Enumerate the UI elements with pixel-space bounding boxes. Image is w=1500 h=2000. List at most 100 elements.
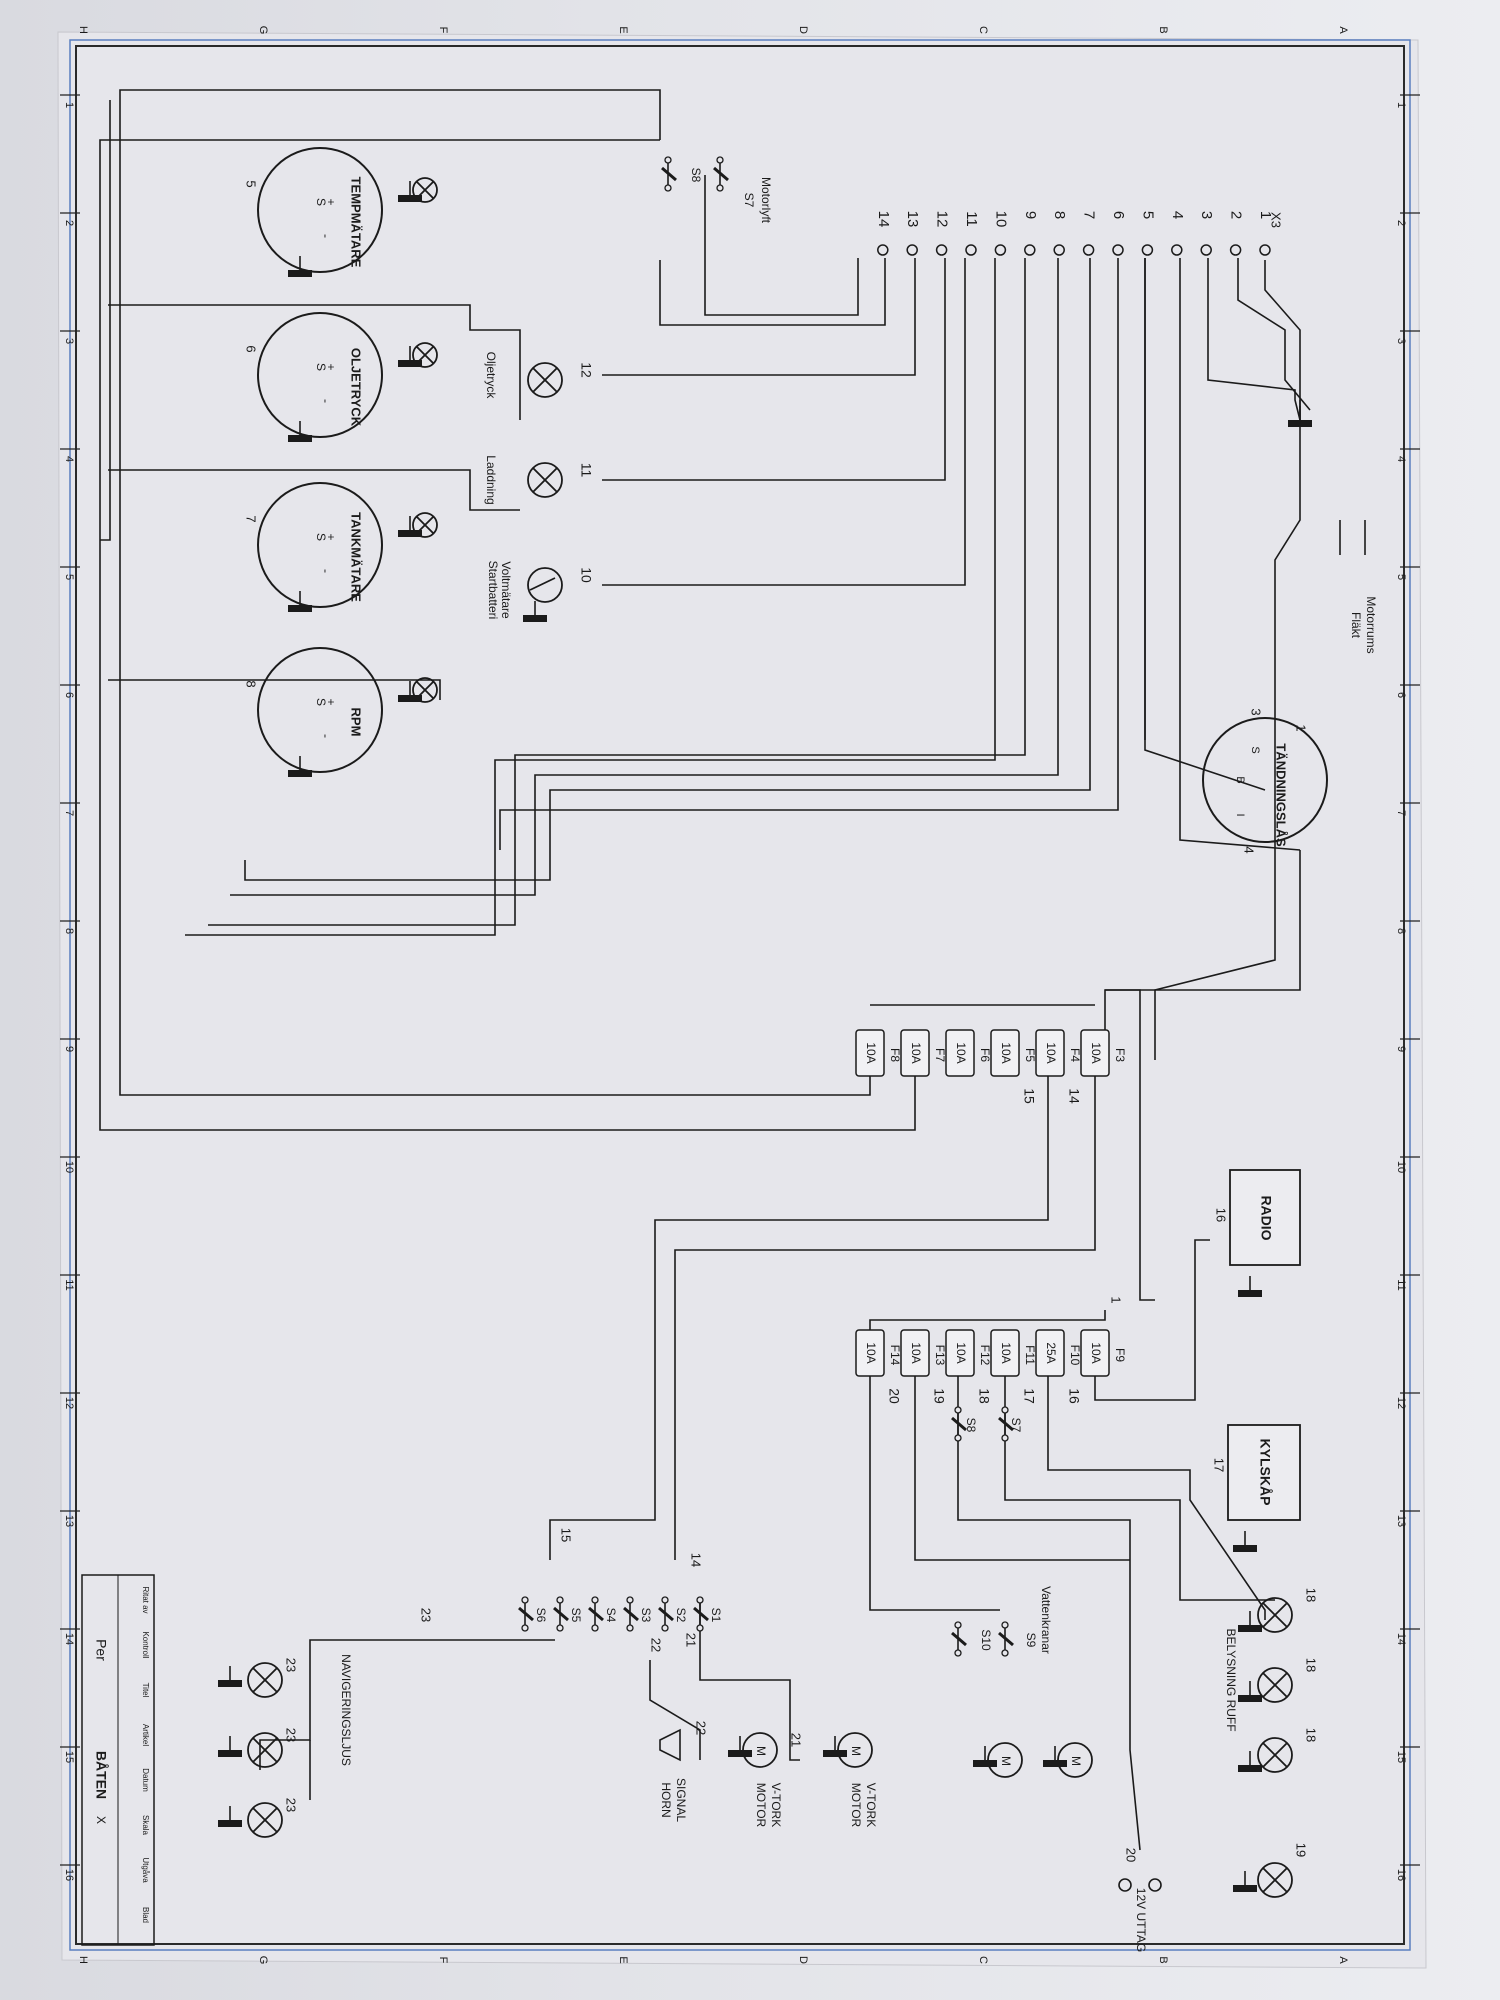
border-number: 12 (1395, 1397, 1407, 1409)
terminal-block-label: X3 (1269, 212, 1284, 228)
terminal-number: 4 (1169, 211, 1186, 219)
border-number: 11 (63, 1279, 75, 1290)
ground-icon (1238, 1765, 1262, 1772)
right-fuse-name: F9 (1113, 1348, 1127, 1362)
terminal-x3 (1200, 244, 1212, 256)
switch-blade (998, 1631, 1014, 1647)
labels-layer: X31234567891011121314TÄNDNINGSLÅSBSI134M… (81, 147, 1378, 1952)
nav-lights-label: NAVIGERINGSLJUS (339, 1654, 353, 1766)
right-fuse-wire: 17 (1021, 1388, 1037, 1404)
border-number: 13 (1395, 1515, 1407, 1527)
lamp-circle (412, 677, 438, 703)
lamp-circle (1257, 1737, 1293, 1773)
border-letter: A (1337, 1956, 1349, 1964)
fridge-box (1227, 1424, 1301, 1521)
border-number: 9 (63, 1046, 75, 1052)
nav-light-icon (247, 1662, 283, 1698)
switch-wire-22: 22 (649, 1638, 664, 1652)
fuse-right-feed: 1 (1109, 1296, 1124, 1303)
right-fuse-body (855, 1329, 885, 1377)
fan-label: Motorrums (1364, 596, 1378, 653)
terminal-x3 (965, 244, 977, 256)
gauge-pin-plus: + (324, 698, 338, 705)
gauge-pin-plus: + (324, 533, 338, 540)
nav-light-wire: 23 (284, 1658, 299, 1672)
left-fuse-body (855, 1029, 885, 1077)
ground-icon (973, 1760, 997, 1767)
switch-blade (713, 166, 729, 182)
lamp-19-icon (1257, 1862, 1293, 1898)
switch-s8b: S8 (964, 1418, 978, 1433)
terminal-number: 10 (992, 211, 1009, 228)
drawing-frame (69, 39, 1411, 1951)
border-number: 3 (63, 338, 75, 344)
title-block-header: Utgåva (141, 1857, 150, 1883)
voltmeter-label2: Startbatteri (486, 561, 500, 620)
left-fuse-body (990, 1029, 1020, 1077)
switch-blade (998, 1416, 1014, 1432)
border-number: 5 (63, 574, 75, 580)
left-fuse-wire: 14 (1066, 1088, 1082, 1104)
terminal-x3 (1082, 244, 1095, 256)
terminal-x3 (877, 244, 889, 256)
wiper-label: V-TORK (864, 1783, 878, 1827)
right-fuse-name: F13 (933, 1345, 947, 1366)
gauge-2 (257, 482, 383, 608)
ground-icon (398, 360, 422, 367)
switch-label: S6 (534, 1608, 548, 1623)
gauge-wire: 6 (244, 345, 259, 352)
border-letter: G (257, 26, 269, 35)
title-block-header: Datum (141, 1768, 150, 1792)
switch-blade (951, 1631, 967, 1647)
switch-contact (661, 1624, 669, 1632)
switch-contact (1001, 1621, 1009, 1629)
gauge-pin-plus: + (324, 198, 338, 205)
lamp-cross (1262, 1742, 1288, 1768)
terminal-x3 (1024, 244, 1036, 256)
gauge-title: OLJETRYCK (349, 348, 364, 427)
ignition-pin-i: I (1234, 813, 1246, 816)
switch-label: S2 (674, 1608, 688, 1623)
terminal-x3 (1229, 244, 1242, 256)
voltmeter-icon (527, 567, 563, 603)
terminal-x3 (935, 244, 948, 256)
gauge-title: TEMPMÄTARE (349, 177, 364, 268)
terminal-x3 (1171, 244, 1183, 256)
switch-blade (951, 1416, 967, 1432)
border-number: 9 (1395, 1046, 1407, 1052)
gauge-3 (257, 647, 383, 773)
ignition-pin-b: B (1234, 776, 1246, 783)
gauge-pin-s: S (314, 698, 328, 706)
gauge-pin-minus: - (319, 234, 333, 238)
lamp-circle (527, 362, 563, 398)
switch-s7b: S7 (1009, 1418, 1023, 1433)
motor-letter: M (1069, 1756, 1083, 1766)
gauge-pin-s: S (314, 198, 328, 206)
lamp-cross (252, 1667, 278, 1693)
gauge-pin-minus: - (319, 399, 333, 403)
right-fuse-body (900, 1329, 930, 1377)
voltmeter-wire: 10 (578, 567, 594, 583)
terminal-number: 3 (1198, 211, 1215, 219)
right-fuse-name: F14 (888, 1345, 902, 1366)
ground-icon (398, 530, 422, 537)
title-block-header: Ritat av (141, 1586, 150, 1613)
switch-contact (591, 1596, 599, 1604)
gauge-pin-s: S (314, 363, 328, 371)
ignition-wire: 4 (1242, 846, 1257, 853)
radio-label: RADIO (1258, 1195, 1274, 1240)
ignition-wire: 1 (1294, 724, 1309, 731)
ground-icon (1238, 1695, 1262, 1702)
border-number: 15 (63, 1751, 75, 1763)
charge-wire: 11 (578, 463, 594, 478)
terminal-number: 14 (875, 211, 892, 228)
paper (57, 31, 1427, 1969)
motor-lift-s7: S7 (742, 193, 756, 208)
left-fuse-name: F5 (1023, 1048, 1037, 1062)
oil-pressure-lamp-icon (527, 362, 563, 398)
switch-wire-21: 21 (684, 1633, 699, 1647)
outlet-wire: 20 (1124, 1848, 1139, 1862)
border-number: 14 (63, 1633, 75, 1645)
switch-blade (588, 1606, 604, 1622)
left-fuse-name: F6 (978, 1048, 992, 1062)
